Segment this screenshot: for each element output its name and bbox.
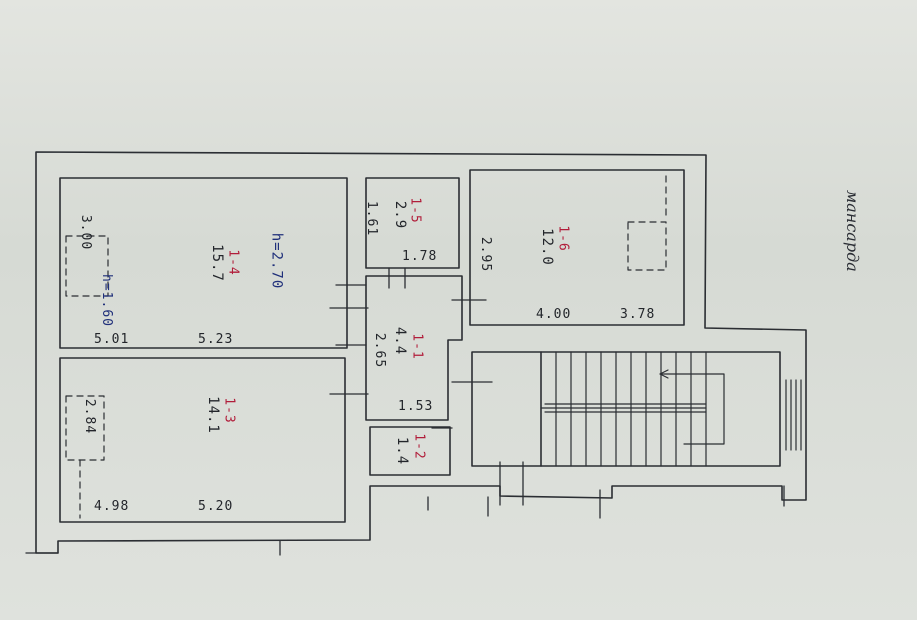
outer-wall [35, 151, 807, 554]
room-1-5-dim-width: 1.61 [364, 200, 380, 237]
room-1-1-id: 1-1 [409, 333, 425, 360]
room-1-2-outline [369, 426, 451, 476]
room-1-3-area: 14.1 [204, 396, 221, 434]
room-1-4-dim-length-b: 5.23 [198, 332, 234, 347]
room-1-6-dim-length-b: 3.78 [620, 307, 656, 322]
stamp-label: мансарда [843, 190, 862, 272]
room-1-4-dim-width: 3.00 [78, 214, 94, 251]
room-1-3-dim-length-a: 4.98 [94, 499, 130, 514]
room-1-3-id: 1-3 [221, 397, 237, 424]
stair-well-outline [471, 351, 781, 467]
room-1-3-dim-width: 2.84 [82, 398, 98, 435]
room-1-4-height: h=2.70 [268, 232, 285, 290]
dashed-fixtures [65, 175, 667, 519]
room-1-6-dim-width: 2.95 [478, 236, 494, 273]
room-1-1-dim-length: 1.53 [398, 399, 434, 414]
room-1-6-dim-length-a: 4.00 [536, 307, 572, 322]
room-1-5-id: 1-5 [407, 197, 423, 224]
room-1-4-subheight: h=1.60 [98, 274, 114, 327]
room-1-5-dim-length: 1.78 [402, 249, 438, 264]
room-1-4-outline [59, 177, 348, 349]
room-1-2-id: 1-2 [411, 433, 427, 460]
room-1-3-dim-length-b: 5.20 [198, 499, 234, 514]
room-1-6-id: 1-6 [555, 225, 571, 252]
room-1-1-outline [365, 275, 463, 421]
door-openings [25, 267, 785, 556]
room-1-1-area: 4.4 [392, 326, 409, 356]
room-1-5-outline [365, 177, 460, 269]
stair-treads [540, 351, 802, 467]
room-1-4-area: 15.7 [208, 244, 225, 282]
room-1-4-id: 1-4 [225, 249, 241, 276]
room-1-5-area: 2.9 [392, 200, 409, 230]
room-1-3-outline [59, 357, 346, 523]
room-1-1-dim-width: 2.65 [372, 332, 388, 369]
room-1-6-outline [469, 169, 685, 326]
room-1-2-area: 1.4 [394, 436, 411, 466]
room-1-6-area: 12.0 [538, 228, 555, 266]
room-1-4-dim-length-a: 5.01 [94, 332, 130, 347]
